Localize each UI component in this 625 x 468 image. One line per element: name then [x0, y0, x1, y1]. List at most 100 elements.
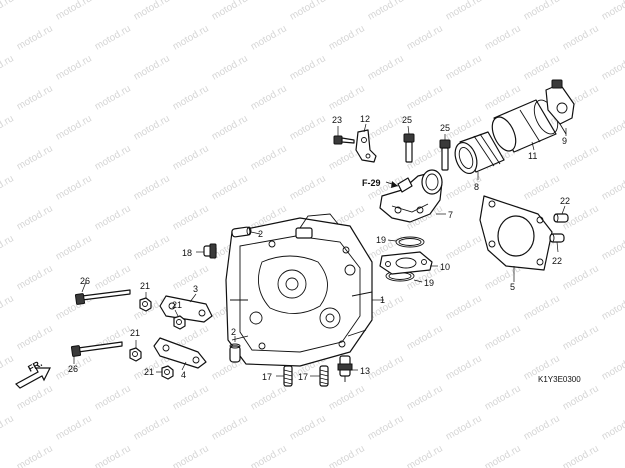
- cylinder-gasket: [479, 195, 553, 271]
- leader-26a: [81, 281, 87, 293]
- watermark-text: motod.ru: [366, 413, 406, 442]
- watermark-text: motod.ru: [405, 443, 445, 468]
- watermark-text: motod.ru: [327, 23, 367, 52]
- watermark-text: motod.ru: [600, 353, 625, 382]
- watermark-text: motod.ru: [171, 263, 211, 292]
- stud-bolt-right: [319, 365, 329, 387]
- label-part-23: 23: [332, 115, 342, 125]
- watermark-text: motod.ru: [15, 203, 55, 232]
- watermark-text: motod.ru: [600, 53, 625, 82]
- leader-3: [189, 293, 197, 303]
- o-ring-upper: [395, 236, 425, 248]
- leader-4: [181, 361, 187, 371]
- label-part-19-lower: 19: [424, 278, 434, 288]
- watermark-text: motod.ru: [0, 53, 16, 82]
- watermark-text: motod.ru: [405, 23, 445, 52]
- watermark-text: motod.ru: [171, 203, 211, 232]
- leader-22b: [556, 241, 559, 253]
- watermark-text: motod.ru: [171, 143, 211, 172]
- watermark-text: motod.ru: [600, 293, 625, 322]
- bracket-plate-3: [159, 295, 213, 323]
- watermark-text: motod.ru: [54, 233, 94, 262]
- label-part-21-d: 21: [144, 367, 154, 377]
- bolt-25-right: [439, 139, 451, 171]
- dowel-22-lower: [549, 233, 565, 243]
- watermark-text: motod.ru: [444, 0, 484, 23]
- dowel-pin-lower: [229, 343, 241, 363]
- watermark-text: motod.ru: [0, 173, 16, 202]
- diagram-code: K1Y3E0300: [538, 375, 581, 384]
- watermark-text: motod.ru: [405, 83, 445, 112]
- watermark-text: motod.ru: [366, 113, 406, 142]
- watermark-text: motod.ru: [288, 0, 328, 23]
- label-part-12: 12: [360, 114, 370, 124]
- nut-21-c: [129, 347, 142, 362]
- watermark-text: motod.ru: [249, 143, 289, 172]
- label-part-9: 9: [562, 136, 567, 146]
- leader-19b: [413, 279, 423, 283]
- label-part-18: 18: [182, 248, 192, 258]
- watermark-text: motod.ru: [366, 53, 406, 82]
- connecting-tube: [491, 99, 559, 153]
- intake-joint: [454, 131, 505, 175]
- reference-label: F-29: [362, 178, 381, 188]
- label-part-17-left: 17: [262, 372, 272, 382]
- watermark-text: motod.ru: [249, 83, 289, 112]
- watermark-text: motod.ru: [444, 413, 484, 442]
- intake-pipe: [379, 169, 443, 223]
- watermark-text: motod.ru: [54, 413, 94, 442]
- watermark-text: motod.ru: [210, 113, 250, 142]
- leader-22a: [561, 205, 566, 215]
- watermark-text: motod.ru: [288, 413, 328, 442]
- watermark-text: motod.ru: [54, 53, 94, 82]
- watermark-text: motod.ru: [600, 413, 625, 442]
- watermark-text: motod.ru: [15, 443, 55, 468]
- watermark-text: motod.ru: [93, 443, 133, 468]
- label-part-10: 10: [440, 262, 450, 272]
- watermark-text: motod.ru: [15, 23, 55, 52]
- label-part-7: 7: [448, 210, 453, 220]
- watermark-text: motod.ru: [561, 443, 601, 468]
- long-bolt-lower: [70, 341, 123, 357]
- watermark-text: motod.ru: [0, 113, 16, 142]
- label-part-3: 3: [193, 284, 198, 294]
- watermark-text: motod.ru: [210, 173, 250, 202]
- watermark-text: motod.ru: [54, 173, 94, 202]
- watermark-text: motod.ru: [600, 173, 625, 202]
- watermark-text: motod.ru: [327, 443, 367, 468]
- label-part-19-upper: 19: [376, 235, 386, 245]
- sensor: [545, 79, 575, 135]
- watermark-text: motod.ru: [522, 413, 562, 442]
- watermark-text: motod.ru: [171, 23, 211, 52]
- cylinder-head: [225, 213, 373, 367]
- label-part-11: 11: [528, 151, 537, 161]
- watermark-text: motod.ru: [93, 263, 133, 292]
- stud-bolt-left: [283, 365, 293, 387]
- watermark-text: motod.ru: [483, 323, 523, 352]
- watermark-text: motod.ru: [93, 383, 133, 412]
- watermark-text: motod.ru: [483, 443, 523, 468]
- label-part-22-lower: 22: [552, 256, 562, 266]
- watermark-text: motod.ru: [483, 23, 523, 52]
- watermark-text: motod.ru: [15, 323, 55, 352]
- label-part-21-c: 21: [130, 328, 140, 338]
- leader-19a: [387, 239, 397, 242]
- watermark-text: motod.ru: [366, 353, 406, 382]
- watermark-text: motod.ru: [171, 383, 211, 412]
- reference-arrow: [391, 181, 398, 188]
- watermark-text: motod.ru: [561, 143, 601, 172]
- watermark-text: motod.ru: [405, 323, 445, 352]
- bracket-12: [355, 129, 377, 163]
- watermark-text: motod.ru: [15, 83, 55, 112]
- label-part-26-upper: 26: [80, 276, 90, 286]
- watermark-text: motod.ru: [0, 293, 16, 322]
- dowel-22-upper: [553, 213, 569, 223]
- watermark-text: motod.ru: [444, 233, 484, 262]
- watermark-text: motod.ru: [522, 0, 562, 23]
- watermark-text: motod.ru: [327, 383, 367, 412]
- label-part-2-upper: 2: [258, 229, 263, 239]
- watermark-text: motod.ru: [288, 173, 328, 202]
- label-part-13: 13: [360, 366, 370, 376]
- watermark-text: motod.ru: [522, 293, 562, 322]
